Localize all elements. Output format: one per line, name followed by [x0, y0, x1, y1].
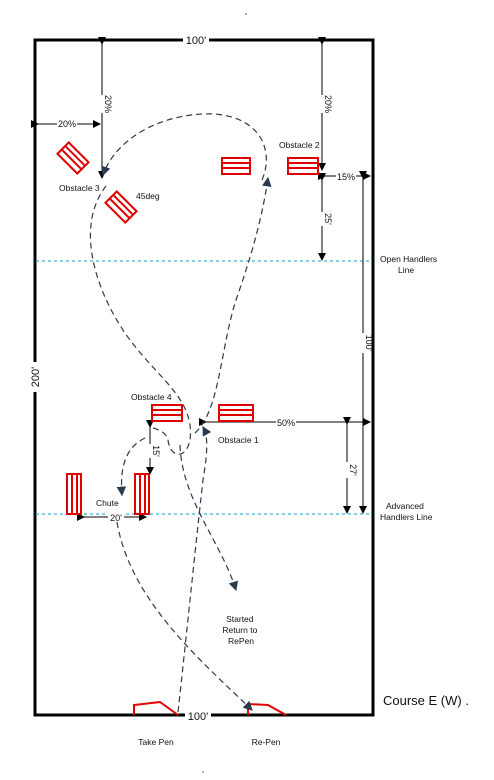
obstacle2-panel-right [287, 157, 319, 175]
dim-right-horizontal-label: 15% [337, 172, 355, 182]
dim-advanced-27ft-label: 27' [348, 464, 358, 476]
path-to-obstacle3 [101, 113, 267, 181]
chute-label: Chute [96, 498, 119, 508]
dim-left-vertical-label: 20% [103, 95, 113, 113]
field-top-length: 100' [186, 35, 206, 47]
dim-left-horizontal-label: 20% [58, 119, 76, 129]
speck-top [245, 13, 247, 15]
re-pen-label: Re-Pen [252, 737, 281, 747]
path-started-return [179, 444, 239, 592]
obstacle4-label: Obstacle 4 [131, 392, 172, 402]
obstacle4-panel [151, 404, 183, 422]
course-title: Course E (W) . [383, 693, 469, 708]
path-outrun-start [177, 425, 212, 713]
started-return-label: Started Return to RePen [222, 614, 259, 646]
open-handlers-label: Open Handlers Line [380, 254, 440, 275]
angle-panel [104, 190, 138, 224]
path-to-obstacle4 [89, 185, 192, 455]
advanced-handlers-label: Advanced Handlers Line [380, 501, 433, 522]
obstacle3-label: Obstacle 3 [59, 183, 100, 193]
chute-panel-right [134, 473, 150, 515]
re-pen [247, 702, 287, 716]
dim-right-vertical-label: 20% [323, 95, 333, 113]
obstacle3-panel [56, 141, 90, 175]
take-pen [133, 700, 179, 716]
angle-label: 45deg [136, 191, 160, 201]
dim-chute-20ft-label: 20' [110, 513, 122, 523]
field-side-length: 200' [30, 367, 42, 387]
dim-obstacle2-25ft-label: 25' [323, 213, 333, 225]
speck-bottom [202, 771, 204, 773]
obstacle2-label: Obstacle 2 [279, 140, 320, 150]
dim-middle-100ft-label: 100' [364, 335, 374, 352]
obstacle2-panel-left [221, 157, 251, 175]
dim-obstacle4-15ft-label: 15' [151, 445, 161, 457]
path-to-obstacle2 [194, 176, 272, 434]
field-bottom-length: 100' [188, 711, 208, 723]
obstacle1-label: Obstacle 1 [218, 435, 259, 445]
dim-obstacle1-50pct-label: 50% [277, 418, 295, 428]
take-pen-label: Take Pen [138, 737, 174, 747]
chute-panel-left [66, 473, 82, 515]
obstacle1-panel [218, 404, 254, 422]
path-to-chute [116, 437, 146, 497]
